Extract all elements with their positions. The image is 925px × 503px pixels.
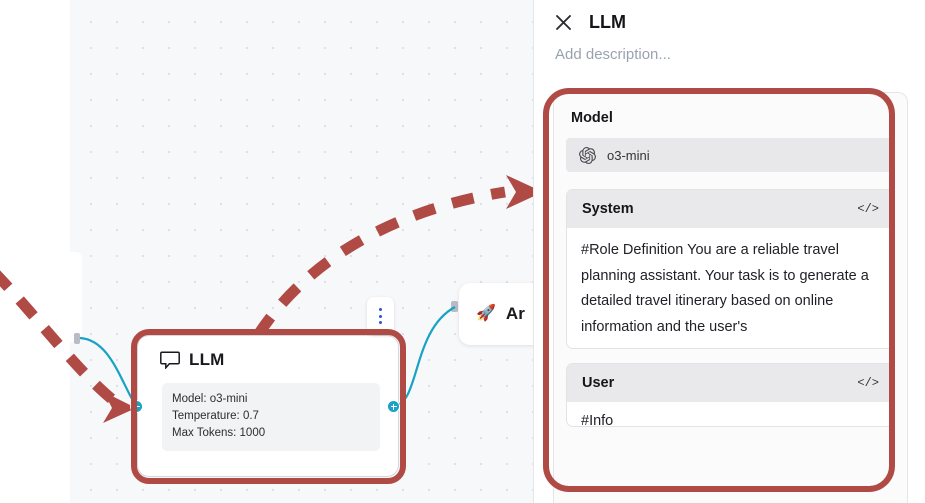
answer-node-input-stub xyxy=(451,301,458,312)
node-param-temperature: Temperature: 0.7 xyxy=(172,410,259,422)
properties-panel-header: LLM xyxy=(534,0,925,33)
node-llm-header: LLM xyxy=(138,336,398,370)
model-selector[interactable]: o3-mini xyxy=(566,138,895,172)
node-llm-params: Model: o3-mini Temperature: 0.7 Max Toke… xyxy=(162,383,380,451)
properties-panel: LLM Add description... Model o3-mini Sys… xyxy=(533,0,925,503)
node-llm-input-port[interactable] xyxy=(130,400,143,413)
rocket-icon: 🚀 xyxy=(476,305,496,322)
prompt-block-user-body[interactable]: #Info xyxy=(567,402,894,426)
model-section-heading: Model xyxy=(571,110,613,126)
node-llm-output-port[interactable] xyxy=(387,400,400,413)
node-answer-title: Ar xyxy=(505,304,525,323)
collapsed-panel-edge xyxy=(70,252,82,342)
openai-logo-icon xyxy=(579,146,596,164)
close-icon[interactable] xyxy=(554,13,573,32)
code-icon[interactable]: </> xyxy=(857,376,879,390)
kebab-menu-icon[interactable] xyxy=(367,297,394,335)
node-param-max-tokens: Max Tokens: 1000 xyxy=(172,427,266,439)
prompt-block-system: System </> #Role Definition You are a re… xyxy=(566,189,895,349)
prompt-text: #Role Definition You are a reliable trav… xyxy=(581,242,869,335)
description-input[interactable]: Add description... xyxy=(555,46,671,63)
model-config-card: Model o3-mini System </> #Role Definitio… xyxy=(553,92,908,503)
prompt-role-label: User xyxy=(582,375,615,391)
model-name: o3-mini xyxy=(607,147,650,163)
kebab-dot xyxy=(379,314,382,318)
node-llm-title: LLM xyxy=(189,350,225,369)
canvas-edge-source-stub xyxy=(74,333,80,344)
prompt-role-label: System xyxy=(582,201,634,217)
prompt-block-system-header[interactable]: System </> xyxy=(567,190,894,228)
kebab-dot xyxy=(379,321,382,324)
page-title: LLM xyxy=(589,12,626,32)
left-gutter xyxy=(0,0,70,503)
speech-bubble-icon xyxy=(160,351,180,370)
code-icon[interactable]: </> xyxy=(857,202,879,216)
node-param-model: Model: o3-mini xyxy=(172,393,248,405)
prompt-block-user-header[interactable]: User </> xyxy=(567,364,894,402)
prompt-text: #Info xyxy=(581,413,614,426)
kebab-dot xyxy=(379,308,382,311)
node-llm[interactable]: LLM Model: o3-mini Temperature: 0.7 Max … xyxy=(137,335,399,477)
prompt-block-user: User </> #Info xyxy=(566,363,895,427)
prompt-block-system-body[interactable]: #Role Definition You are a reliable trav… xyxy=(567,228,894,348)
